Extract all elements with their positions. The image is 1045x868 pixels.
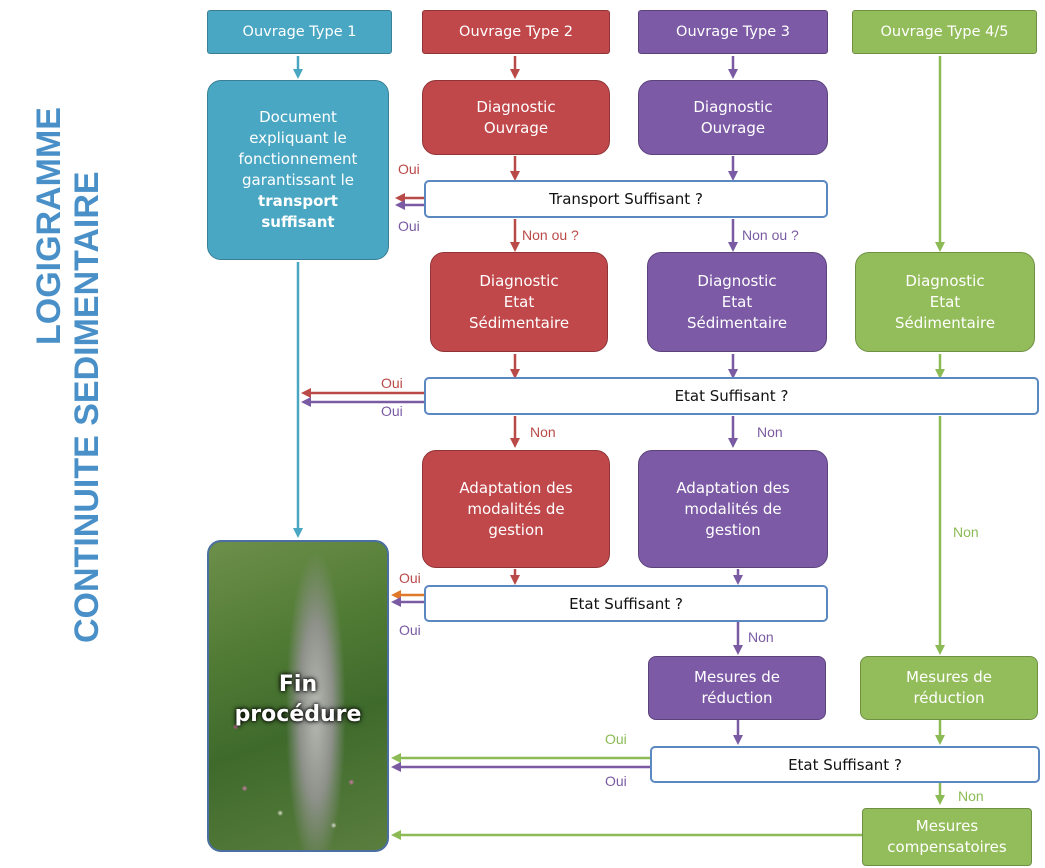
box-line: gestion (705, 520, 761, 539)
label-non: Non (958, 788, 984, 804)
box-line: Mesures (915, 817, 979, 835)
question-transport-suffisant: Transport Suffisant ? (424, 180, 828, 218)
box-line: Diagnostic (697, 271, 777, 290)
question-etat-suffisant-2: Etat Suffisant ? (424, 585, 828, 622)
header-ouvrage-type-4-5: Ouvrage Type 4/5 (852, 10, 1037, 54)
box-line: Sédimentaire (468, 313, 570, 332)
doc-line: expliquant le (249, 129, 347, 147)
label-oui: Oui (605, 773, 627, 789)
box-line: Diagnostic (693, 97, 773, 116)
box-adaptation-type-2: Adaptation des modalités de gestion (422, 450, 610, 568)
label-non-ou: Non ou ? (522, 227, 579, 243)
doc-bold-line: suffisant (261, 213, 335, 231)
end-line: Fin (278, 672, 318, 697)
label-oui: Oui (398, 161, 420, 177)
box-line: modalités de (467, 499, 565, 518)
doc-line: fonctionnement (238, 150, 358, 168)
box-line: réduction (913, 689, 985, 707)
question-etat-suffisant-1: Etat Suffisant ? (424, 377, 1039, 415)
header-ouvrage-type-1: Ouvrage Type 1 (207, 10, 392, 54)
box-mesures-reduction-type-4-5: Mesures de réduction (860, 656, 1038, 720)
header-ouvrage-type-3: Ouvrage Type 3 (638, 10, 828, 54)
doc-bold-line: transport (258, 192, 338, 210)
label-non: Non (748, 629, 774, 645)
end-procedure-image: Fin procédure (207, 540, 389, 852)
box-line: Sédimentaire (686, 313, 788, 332)
box-line: Diagnostic (479, 271, 559, 290)
label-oui: Oui (605, 731, 627, 747)
box-line: Ouvrage (483, 118, 549, 137)
doc-line: garantissant le (241, 171, 354, 189)
box-line: Mesures de (906, 668, 992, 686)
label-oui: Oui (381, 403, 403, 419)
box-mesures-reduction-type-3: Mesures de réduction (648, 656, 826, 720)
label-oui: Oui (398, 218, 420, 234)
box-line: Adaptation des (676, 478, 790, 497)
label-oui: Oui (399, 570, 421, 586)
box-line: Sédimentaire (894, 313, 996, 332)
header-ouvrage-type-2: Ouvrage Type 2 (422, 10, 610, 54)
box-mesures-compensatoires: Mesures compensatoires (862, 808, 1032, 866)
box-line: gestion (488, 520, 544, 539)
box-adaptation-type-3: Adaptation des modalités de gestion (638, 450, 828, 568)
box-line: Etat (503, 292, 535, 311)
end-procedure-label: Fin procédure (209, 670, 387, 730)
end-line: procédure (234, 702, 362, 727)
question-etat-suffisant-3: Etat Suffisant ? (650, 746, 1040, 783)
label-oui: Oui (399, 622, 421, 638)
label-non: Non (530, 424, 556, 440)
box-line: Ouvrage (700, 118, 766, 137)
box-line: Etat (721, 292, 753, 311)
box-line: réduction (701, 689, 773, 707)
box-line: compensatoires (887, 838, 1007, 856)
box-line: modalités de (684, 499, 782, 518)
box-document-transport: Document expliquant le fonctionnement ga… (207, 80, 389, 260)
box-line: Adaptation des (459, 478, 573, 497)
label-non-ou: Non ou ? (742, 227, 799, 243)
box-line: Mesures de (694, 668, 780, 686)
box-line: Diagnostic (905, 271, 985, 290)
label-non: Non (757, 424, 783, 440)
box-line: Diagnostic (476, 97, 556, 116)
label-non: Non (953, 524, 979, 540)
label-oui: Oui (381, 375, 403, 391)
box-line: Etat (929, 292, 961, 311)
doc-line: Document (259, 108, 337, 126)
